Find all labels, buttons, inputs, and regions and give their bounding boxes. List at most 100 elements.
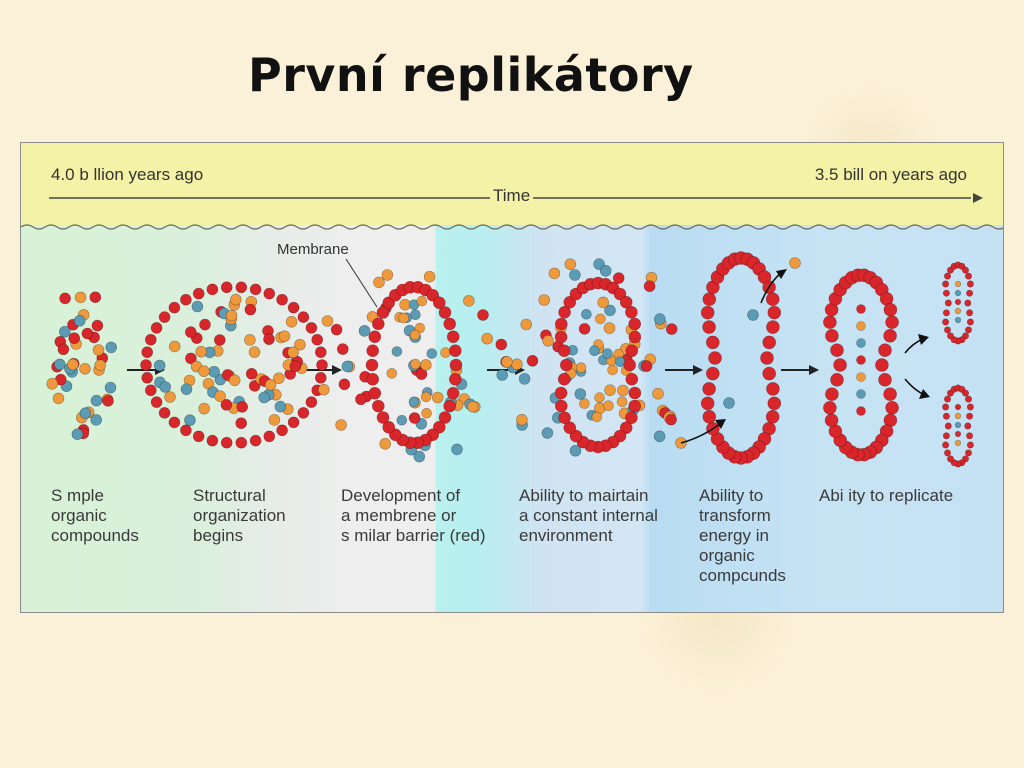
molecule-dot xyxy=(665,323,678,335)
molecule-dot xyxy=(382,420,396,434)
molecule-dot xyxy=(563,421,577,435)
molecule-dot xyxy=(856,321,866,331)
molecule-dot xyxy=(398,312,410,324)
molecule-dot xyxy=(653,430,666,443)
molecule-dot xyxy=(762,366,777,381)
molecule-dot xyxy=(153,359,166,372)
molecule-dot xyxy=(338,378,351,391)
molecule-dot xyxy=(496,369,509,381)
molecule-dot xyxy=(408,396,420,408)
molecule-dot xyxy=(623,358,637,372)
molecule-dot xyxy=(57,343,70,356)
molecule-dot xyxy=(477,309,489,321)
molecule-dot xyxy=(578,323,591,335)
molecule-dot xyxy=(604,304,616,317)
molecule-dot xyxy=(762,335,777,350)
molecule-dot xyxy=(705,335,720,350)
molecule-dot xyxy=(700,305,715,320)
molecule-dot xyxy=(495,338,508,351)
molecule-dot xyxy=(206,283,219,296)
stage-1-label: S mple organic compounds xyxy=(51,486,139,545)
molecule-dot xyxy=(640,360,653,372)
time-band xyxy=(21,143,1003,225)
molecule-dot xyxy=(168,301,181,314)
molecule-dot xyxy=(954,403,962,411)
molecule-dot xyxy=(825,329,839,343)
molecule-dot xyxy=(569,269,581,281)
molecule-dot xyxy=(192,430,205,443)
molecule-dot xyxy=(961,389,969,397)
molecule-dot xyxy=(294,338,306,351)
molecule-dot xyxy=(52,392,65,405)
molecule-dot xyxy=(244,303,257,316)
molecule-dot xyxy=(195,345,207,358)
molecule-dot xyxy=(287,301,300,314)
molecule-dot xyxy=(438,411,452,424)
molecule-dot xyxy=(943,449,951,457)
molecule-dot xyxy=(94,359,106,371)
molecule-dot xyxy=(314,372,327,384)
molecule-dot xyxy=(823,315,837,329)
molecule-dot xyxy=(943,326,951,334)
molecule-dot xyxy=(569,429,583,443)
molecule-dot xyxy=(376,306,390,319)
molecule-dot xyxy=(942,289,950,297)
molecule-dot xyxy=(830,343,844,357)
molecule-dot xyxy=(652,387,664,400)
molecule-dot xyxy=(297,407,310,419)
molecule-dot xyxy=(379,437,392,450)
molecule-dot xyxy=(594,392,605,403)
molecule-dot xyxy=(518,373,531,385)
time-axis-label: Time xyxy=(490,186,534,206)
molecule-dot xyxy=(426,348,438,359)
molecule-dot xyxy=(942,309,950,317)
molecule-dot xyxy=(248,380,261,392)
molecule-dot xyxy=(625,344,639,358)
molecule-dot xyxy=(105,341,117,354)
molecule-dot xyxy=(856,389,866,399)
molecule-dot xyxy=(145,333,157,346)
molecule-dot xyxy=(595,313,606,325)
molecule-dot xyxy=(541,427,554,439)
molecule-dot xyxy=(558,411,571,425)
molecule-dot xyxy=(79,407,92,420)
molecule-dot xyxy=(443,399,457,413)
molecule-dot xyxy=(159,381,171,393)
molecule-dot xyxy=(46,378,59,390)
molecule-dot xyxy=(81,327,94,340)
molecule-dot xyxy=(305,396,318,408)
molecule-dot xyxy=(214,390,226,402)
molecule-dot xyxy=(943,272,951,280)
molecule-dot xyxy=(616,396,628,408)
molecule-dot xyxy=(158,311,171,323)
molecule-dot xyxy=(235,281,248,294)
stage-3-label: Development of a membrene or s milar bar… xyxy=(341,486,486,545)
molecule-dot xyxy=(966,289,974,297)
molecule-dot xyxy=(89,291,102,303)
molecule-dot xyxy=(767,305,782,320)
molecule-dot xyxy=(612,272,625,284)
molecule-dot xyxy=(244,334,256,346)
molecule-dot xyxy=(602,348,613,359)
molecule-dot xyxy=(625,372,639,386)
molecule-dot xyxy=(79,363,91,375)
molecule-dot xyxy=(373,276,385,289)
molecule-dot xyxy=(206,434,219,447)
molecule-dot xyxy=(825,387,839,401)
molecule-dot xyxy=(946,332,954,340)
molecule-dot xyxy=(954,430,962,438)
molecule-dot xyxy=(245,368,258,380)
molecule-dot xyxy=(723,397,735,409)
molecule-dot xyxy=(954,421,962,429)
molecule-dot xyxy=(208,366,220,378)
molecule-dot xyxy=(158,407,171,419)
molecule-dot xyxy=(432,296,446,310)
stage-4-label: Ability to mairtain a constant internal … xyxy=(519,486,658,545)
molecule-dot xyxy=(317,383,330,396)
molecule-dots xyxy=(46,257,962,463)
molecule-dot xyxy=(700,396,715,411)
molecule-dot xyxy=(268,414,281,426)
molecule-dot xyxy=(619,295,633,309)
molecule-dot xyxy=(481,332,494,345)
molecule-dot xyxy=(954,412,962,420)
